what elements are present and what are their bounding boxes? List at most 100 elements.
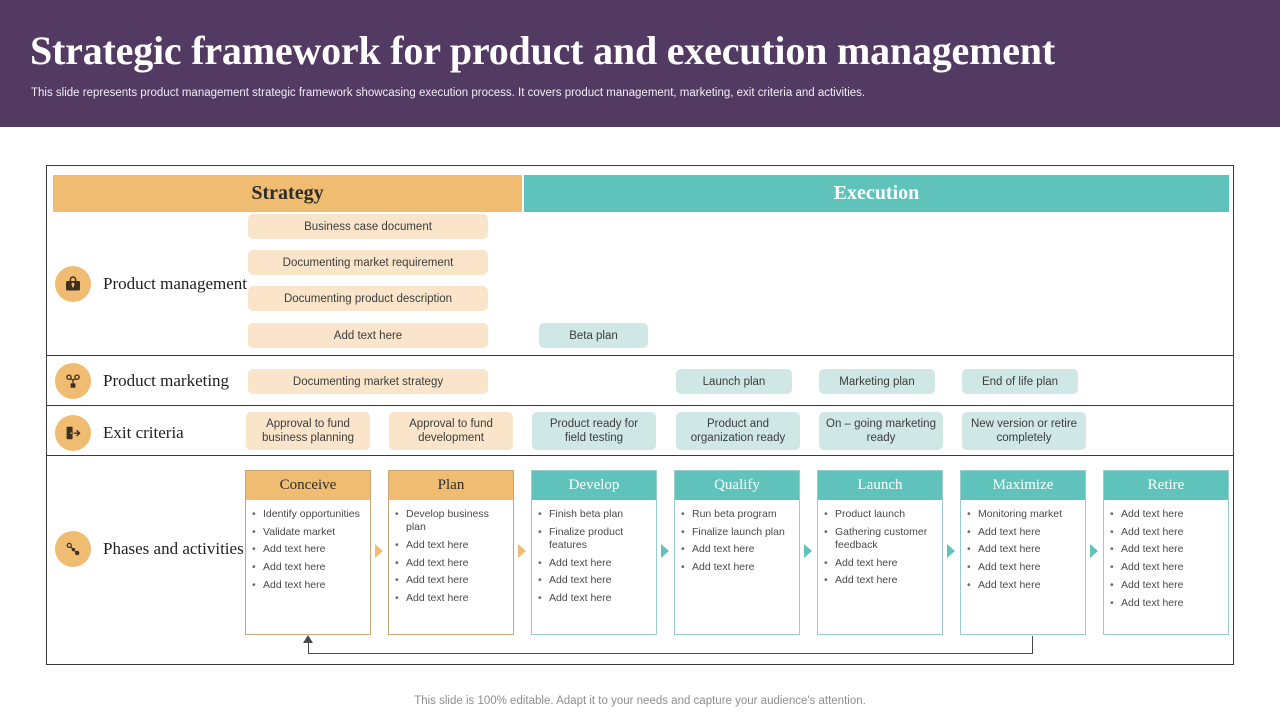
bullet-icon: • [967,525,971,538]
phase-arrow-launch-to-maximize [947,544,955,558]
phase-item-list: •Product launch •Gathering customer feed… [818,500,942,588]
phase-column-launch[interactable]: Launch •Product launch •Gathering custom… [817,470,943,635]
list-item: •Run beta program [681,508,777,520]
bullet-icon: • [1110,525,1114,538]
chip-product-management-strategy-4[interactable]: Add text here [248,323,488,348]
phase-title: Retire [1104,471,1228,500]
page-title: Strategic framework for product and exec… [30,28,1055,73]
phase-title: Plan [389,471,513,500]
feedback-loop-right-segment [1032,636,1033,653]
network-share-icon [55,363,91,399]
bullet-icon: • [967,508,971,520]
phase-column-qualify[interactable]: Qualify •Run beta program •Finalize laun… [674,470,800,635]
row-label-text: Product management [103,274,247,293]
chip-exit-criteria-execution-1[interactable]: Product ready for field testing [532,412,656,450]
chip-product-management-execution-1[interactable]: Beta plan [539,323,648,348]
phase-item-list: •Identify opportunities •Validate market… [246,500,370,592]
list-item: •Add text here [824,574,898,587]
bullet-icon: • [681,508,685,520]
phase-title: Qualify [675,471,799,500]
bullet-icon: • [538,525,542,538]
bullet-icon: • [395,538,399,551]
phase-column-plan[interactable]: Plan •Develop business plan •Add text he… [388,470,514,635]
list-item: •Add text here [252,561,326,574]
list-item: •Gathering customer feedback [824,525,928,551]
list-item: •Add text here [967,525,1041,538]
phase-column-maximize[interactable]: Maximize •Monitoring market •Add text he… [960,470,1086,635]
list-item: •Add text here [252,543,326,556]
row-divider-3 [47,455,1233,456]
list-item: •Develop business plan [395,508,489,534]
row-label-text: Phases and activities [103,539,244,558]
chip-exit-criteria-execution-3[interactable]: On – going marketing ready [819,412,943,450]
row-label-product-management: Product management [55,266,251,302]
chip-product-marketing-execution-2[interactable]: Marketing plan [819,369,935,394]
feedback-loop-bottom-segment [308,653,1033,654]
row-label-text: Exit criteria [103,423,184,442]
bullet-icon: • [538,592,542,605]
phase-column-conceive[interactable]: Conceive •Identify opportunities •Valida… [245,470,371,635]
chip-exit-criteria-execution-2[interactable]: Product and organization ready [676,412,800,450]
bullet-icon: • [824,556,828,569]
chip-product-management-strategy-3[interactable]: Documenting product description [248,286,488,311]
feedback-loop-left-segment [308,642,309,654]
chip-product-marketing-execution-1[interactable]: Launch plan [676,369,792,394]
page-subtitle: This slide represents product management… [31,87,866,99]
bullet-icon: • [1110,561,1114,574]
list-item: •Finalize launch plan [681,525,785,538]
list-item: •Add text here [395,592,469,605]
list-item: •Add text here [1110,508,1184,520]
chip-product-marketing-strategy-1[interactable]: Documenting market strategy [248,369,488,394]
bullet-icon: • [824,525,828,538]
bullet-icon: • [538,574,542,587]
bullet-icon: • [824,574,828,587]
list-item: •Add text here [967,578,1041,591]
bullet-icon: • [395,508,399,520]
row-label-exit-criteria: Exit criteria [55,415,251,451]
list-item: •Add text here [1110,578,1184,591]
bullet-icon: • [681,561,685,574]
list-item: •Add text here [395,556,469,569]
list-item: •Add text here [1110,596,1184,609]
bullet-icon: • [967,578,971,591]
list-item: •Add text here [252,578,326,591]
phase-arrow-plan-to-develop [518,544,526,558]
column-header-strategy-label: Strategy [251,182,324,204]
bullet-icon: • [538,556,542,569]
bullet-icon: • [538,508,542,520]
list-item: •Add text here [1110,561,1184,574]
chip-exit-criteria-strategy-2[interactable]: Approval to fund development [389,412,513,450]
phase-column-develop[interactable]: Develop •Finish beta plan •Finalize prod… [531,470,657,635]
chip-product-marketing-execution-3[interactable]: End of life plan [962,369,1078,394]
framework-table: Strategy Execution Product management Bu… [46,165,1234,665]
row-divider-2 [47,405,1233,406]
list-item: •Product launch [824,508,906,520]
phase-column-retire[interactable]: Retire •Add text here •Add text here •Ad… [1103,470,1229,635]
list-item: •Add text here [681,543,755,556]
bullet-icon: • [1110,543,1114,556]
bullet-icon: • [252,578,256,591]
list-item: •Monitoring market [967,508,1063,520]
chip-exit-criteria-strategy-1[interactable]: Approval to fund business planning [246,412,370,450]
bullet-icon: • [1110,596,1114,609]
bullet-icon: • [681,543,685,556]
door-exit-icon [55,415,91,451]
bullet-icon: • [395,592,399,605]
phase-title: Conceive [246,471,370,500]
chip-exit-criteria-execution-4[interactable]: New version or retire completely [962,412,1086,450]
phase-item-list: •Run beta program •Finalize launch plan … [675,500,799,574]
phase-arrow-maximize-to-retire [1090,544,1098,558]
phase-arrow-conceive-to-plan [375,544,383,558]
bullet-icon: • [395,556,399,569]
list-item: •Add text here [1110,525,1184,538]
bullet-icon: • [824,508,828,520]
phase-arrow-develop-to-qualify [661,544,669,558]
column-header-execution-label: Execution [833,182,920,204]
chip-product-management-strategy-2[interactable]: Documenting market requirement [248,250,488,275]
list-item: •Add text here [395,574,469,587]
bullet-icon: • [967,561,971,574]
bullet-icon: • [967,543,971,556]
bullet-icon: • [252,508,256,520]
chip-product-management-strategy-1[interactable]: Business case document [248,214,488,239]
phase-arrow-qualify-to-launch [804,544,812,558]
